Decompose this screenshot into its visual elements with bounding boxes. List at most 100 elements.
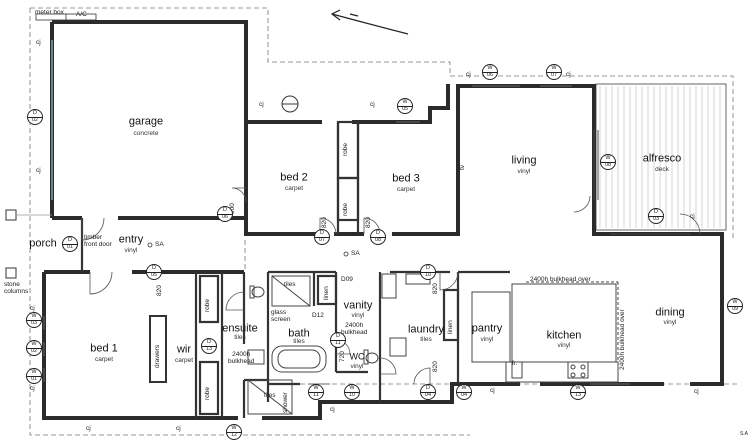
room-entry-name: entry — [118, 233, 144, 246]
width-820-laundry-label: 820 — [432, 283, 439, 294]
drawers-label: drawers — [154, 344, 161, 368]
room-pantry-name: pantry — [471, 322, 503, 335]
room-bed2-name: bed 2 — [280, 171, 308, 184]
room-garage-name: garage — [128, 115, 164, 128]
cj-label-13: cj — [466, 71, 471, 78]
cj-label-7: cj — [86, 425, 91, 432]
room-bed3-finish: carpet — [396, 185, 416, 193]
width-820-bed3-label: 820 — [365, 217, 372, 228]
room-porch-name: porch — [29, 237, 57, 250]
room-laundry-finish: tiles — [420, 335, 432, 343]
room-wir-name: wir — [176, 343, 192, 356]
internal-walls — [80, 120, 510, 418]
cj-label-9: cj — [330, 406, 335, 413]
smoke-alarm-label-1: SA — [155, 241, 164, 248]
fridge-label: fr. — [512, 360, 518, 367]
d09-label: D09 — [341, 276, 353, 283]
cj-label-8: cj — [176, 425, 181, 432]
stone-columns — [5, 209, 17, 279]
linen-label-laundry: linen — [447, 320, 454, 334]
linen-label-bath: linen — [323, 286, 330, 300]
smoke-alarm-label-2: SA — [351, 250, 360, 257]
kitchen-joinery — [471, 281, 619, 383]
ensuite-tiles-label: tiles — [284, 281, 296, 288]
shower-tiles-label: tiles — [264, 392, 276, 399]
north-arrow-icon — [330, 9, 409, 35]
room-bath-name: bath — [288, 327, 310, 340]
room-vanity-name: vanity — [343, 299, 373, 312]
robe-label-wir2: robe — [204, 386, 211, 400]
room-dining-finish: vinyl — [663, 318, 677, 326]
room-ensuite-name: ensuite — [222, 322, 258, 335]
room-bed1-finish: carpet — [94, 355, 114, 363]
room-alfresco-name: alfresco — [642, 152, 682, 165]
cj-label-10: cj — [490, 387, 495, 394]
ceiling-fan-icon — [281, 95, 299, 113]
kitchen-bulkhead-vert-label: 2400h bulkhead over — [619, 309, 626, 370]
stone-columns-label: stone columns — [4, 281, 29, 295]
room-wc-name: WC — [349, 351, 365, 362]
cj-label-5: cj — [30, 305, 35, 312]
cj-label-2: cj — [36, 167, 41, 174]
cj-label-1: cj — [36, 39, 41, 46]
sa-tag-label: S.A — [739, 431, 748, 437]
robe-label-bed2: robe — [342, 142, 349, 156]
robe-label-bed3: robe — [342, 202, 349, 216]
ac-label: A/C — [76, 11, 87, 18]
room-pantry-finish: vinyl — [480, 335, 494, 343]
room-living-name: living — [511, 154, 537, 167]
width-820-bed1-label: 820 — [156, 285, 163, 296]
room-living-finish: vinyl — [517, 167, 531, 175]
wir-drawers — [149, 315, 167, 383]
ensuite-bulkhead-label: 2400h bulkhead — [228, 351, 255, 365]
width-820-bed2-label: 820 — [321, 217, 328, 228]
room-bed2-finish: carpet — [284, 184, 304, 192]
cj-label-6: cj — [30, 385, 35, 392]
d12-label: D12 — [312, 312, 324, 319]
width-720-label: 720 — [339, 351, 346, 362]
timber-front-door-label: timber front door — [84, 234, 112, 248]
sliding-doors — [593, 130, 690, 235]
room-kitchen-name: kitchen — [546, 329, 582, 342]
meter-box-label: meter box — [35, 9, 64, 16]
shower-label: shower — [282, 392, 289, 413]
room-wir-finish: carpet — [174, 356, 194, 364]
room-vanity-finish: vinyl — [351, 311, 365, 319]
room-bath-finish: tiles — [293, 337, 305, 345]
room-garage-finish: concrete — [133, 129, 159, 137]
room-dining-name: dining — [655, 306, 685, 319]
width-820-laundry2-label: 820 — [432, 361, 439, 372]
room-wc-finish: vinyl — [350, 362, 364, 370]
cj-label-12: cj — [690, 213, 695, 220]
eave-lines — [29, 7, 740, 436]
kitchen-bulkhead-label: 2400h bulkhead over — [530, 276, 591, 283]
deck-boards — [599, 86, 721, 228]
glass-screen-label: glass screen — [271, 309, 291, 323]
room-bed1-name: bed 1 — [90, 342, 118, 355]
